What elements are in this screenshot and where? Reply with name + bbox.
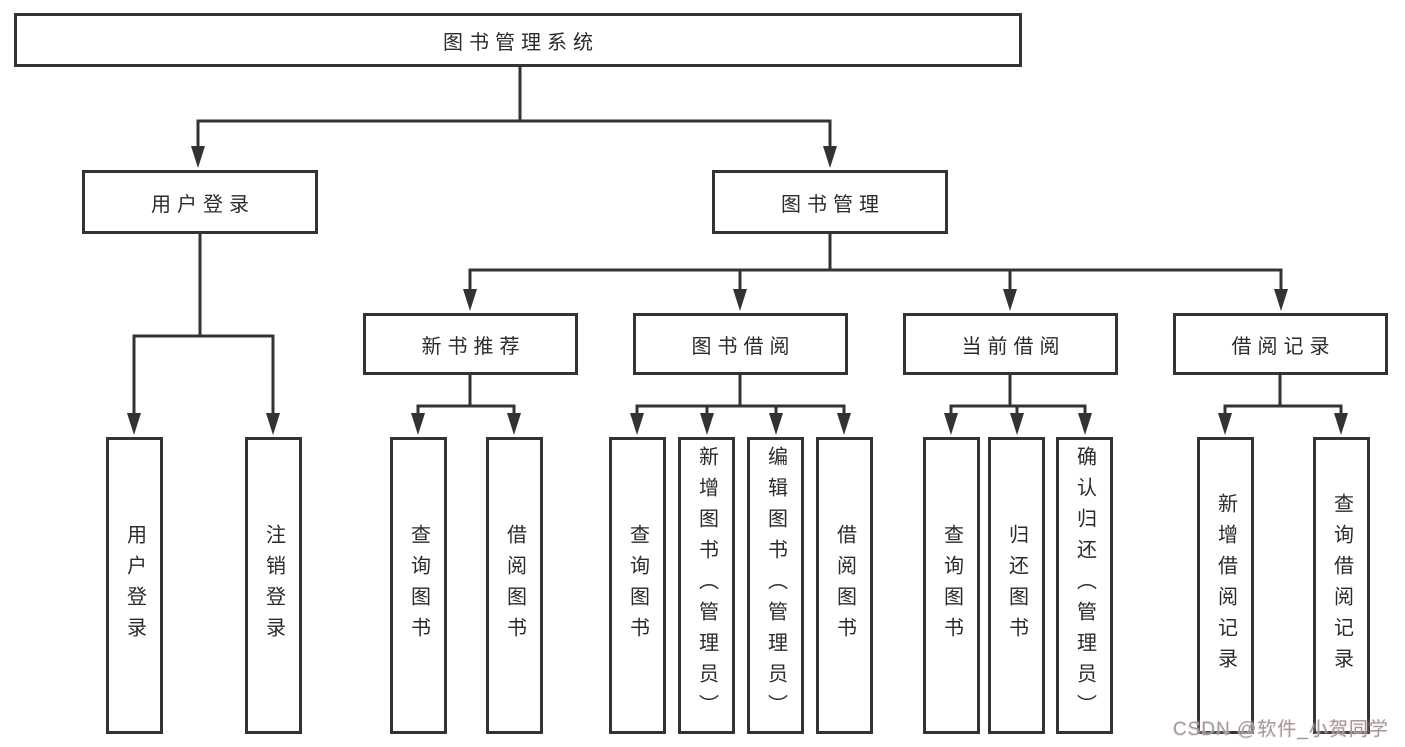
node-user-login: 用户登录 <box>82 170 318 234</box>
node-label: 借阅记录 <box>1231 335 1336 358</box>
leaf-query-borrow-record: 查询借阅记录 <box>1313 437 1370 734</box>
node-label: 新书推荐 <box>421 335 526 358</box>
node-label: 用户登录 <box>151 193 255 216</box>
csdn-watermark: CSDN @软件_小贺同学 <box>1173 719 1389 740</box>
node-label: 图书管理系统 <box>443 31 599 54</box>
node-label: 查询借阅记录 <box>1330 492 1353 679</box>
node-label: 当前借阅 <box>961 335 1066 358</box>
node-label: 借阅图书 <box>833 523 856 648</box>
node-label: 图书管理 <box>781 193 885 216</box>
node-label: 图书借阅 <box>691 335 796 358</box>
node-label: 编辑图书（管理员） <box>764 446 787 725</box>
leaf-confirm-return-admin: 确认归还（管理员） <box>1056 437 1113 734</box>
node-label: 注销登录 <box>262 523 285 648</box>
leaf-logout-login: 注销登录 <box>245 437 302 734</box>
node-library-system: 图书管理系统 <box>14 13 1022 67</box>
node-label: 用户登录 <box>123 523 146 648</box>
leaf-edit-books-admin: 编辑图书（管理员） <box>747 437 804 734</box>
leaf-query-books-current: 查询图书 <box>923 437 980 734</box>
leaf-add-books-admin: 新增图书（管理员） <box>678 437 735 734</box>
node-current-borrowing: 当前借阅 <box>903 313 1118 375</box>
leaf-query-books-borrowing: 查询图书 <box>609 437 666 734</box>
leaf-return-books: 归还图书 <box>988 437 1045 734</box>
node-label: 查询图书 <box>626 523 649 648</box>
node-label: 归还图书 <box>1005 523 1028 648</box>
leaf-add-borrow-record: 新增借阅记录 <box>1197 437 1254 734</box>
node-book-borrowing: 图书借阅 <box>633 313 848 375</box>
leaf-user-login: 用户登录 <box>106 437 163 734</box>
node-borrowing-records: 借阅记录 <box>1173 313 1388 375</box>
node-label: 查询图书 <box>940 523 963 648</box>
node-book-management: 图书管理 <box>712 170 948 234</box>
node-label: 查询图书 <box>407 523 430 648</box>
leaf-borrow-books-borrowing: 借阅图书 <box>816 437 873 734</box>
leaf-borrow-books-recommend: 借阅图书 <box>486 437 543 734</box>
node-label: 新增借阅记录 <box>1214 492 1237 679</box>
leaf-query-books-recommend: 查询图书 <box>390 437 447 734</box>
node-new-book-recommend: 新书推荐 <box>363 313 578 375</box>
arrowheads <box>127 146 1348 435</box>
node-label: 借阅图书 <box>503 523 526 648</box>
node-label: 新增图书（管理员） <box>695 446 718 725</box>
node-label: 确认归还（管理员） <box>1073 446 1096 725</box>
